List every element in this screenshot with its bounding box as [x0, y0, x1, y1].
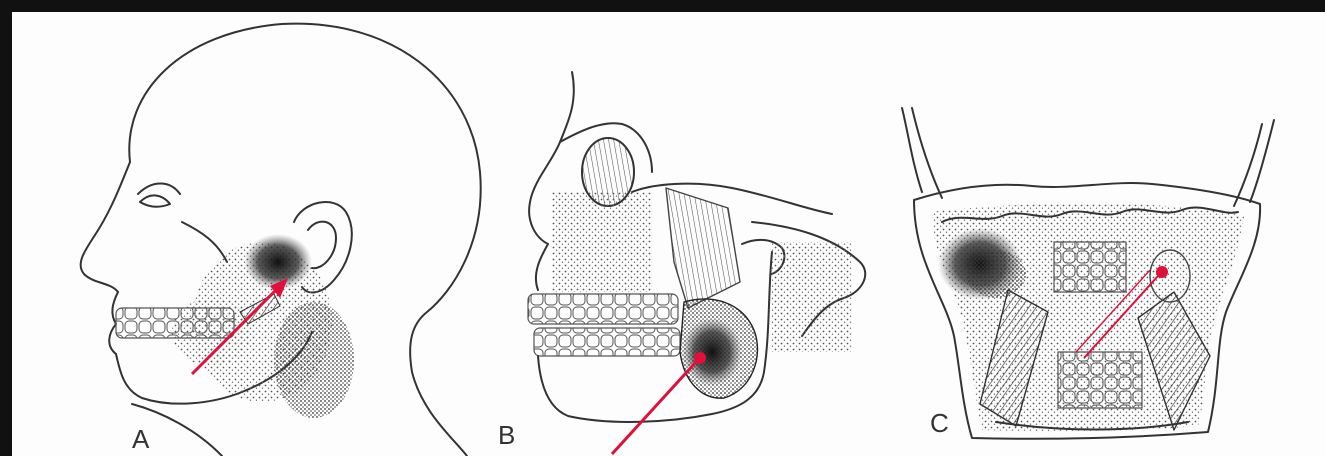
anatomy-illustration	[12, 12, 1325, 456]
panel-a-head-profile	[81, 24, 481, 456]
illustration-canvas: A B C	[12, 12, 1325, 456]
panel-b-trigger-arrow	[612, 352, 706, 454]
panel-label-c: C	[930, 408, 949, 439]
panel-label-b: B	[498, 420, 515, 451]
panel-label-a: A	[132, 424, 149, 455]
panel-c-skull-posterior	[902, 108, 1274, 439]
panel-b-skull-lateral	[528, 72, 865, 422]
